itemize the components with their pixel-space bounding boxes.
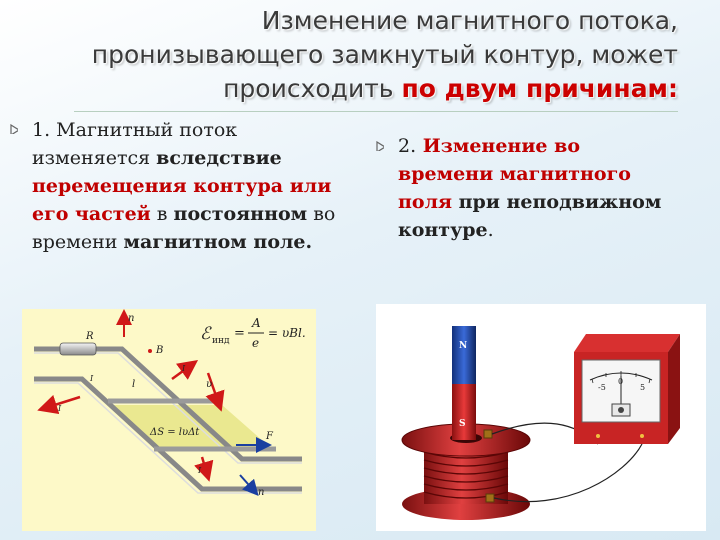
pole-s-label: S <box>459 419 466 429</box>
right-text-2: времени магнитного <box>398 163 631 185</box>
wire <box>493 443 643 503</box>
area-delta-s <box>110 405 272 449</box>
label-iind-1: I <box>89 374 94 383</box>
label-fl: F <box>265 431 274 442</box>
left-num: 1. <box>32 119 51 141</box>
title-accent: по двум причинам: <box>401 74 678 103</box>
left-text-7: постоянном <box>173 203 308 225</box>
label-l: l <box>132 379 135 390</box>
left-text-3: вследствие <box>156 147 282 169</box>
bullet-icon <box>10 124 18 134</box>
left-bullet-text: 1. Магнитный поток изменяется вследствие… <box>32 116 362 256</box>
label-v: υ <box>206 379 212 390</box>
scale-left: -5 <box>598 383 606 392</box>
title-divider <box>74 111 678 112</box>
pole-n-label: N <box>459 341 467 351</box>
coil-windings <box>423 451 509 499</box>
title-line-2: пронизывающего замкнутый контур, может <box>91 40 678 69</box>
coil-terminal <box>483 429 493 439</box>
label-b: B <box>155 345 163 356</box>
title-line-1: Изменение магнитного потока, <box>261 6 678 35</box>
title-line-3: происходить по двум причинам: <box>38 72 678 106</box>
title-line-3-text: происходить <box>223 74 402 103</box>
left-text-9: времени <box>32 231 124 253</box>
svg-text:=: = <box>234 326 245 341</box>
left-text-10: магнитном поле. <box>123 231 313 253</box>
bullet-icon <box>376 141 384 151</box>
right-text-1: Изменение во <box>416 135 580 157</box>
rails-diagram-svg: R n B l υ I I I I F ΔS = lυΔt n ℰ инд = … <box>34 309 306 498</box>
label-iind-3: I <box>181 364 186 373</box>
label-iind-2: I <box>57 404 62 413</box>
galvanometer-terminal <box>596 434 600 438</box>
label-r: R <box>85 331 94 342</box>
scale-right: 5 <box>640 383 645 392</box>
right-bullet-text: 2. Изменение во времени магнитного поля … <box>398 132 698 244</box>
right-text-5: контуре <box>398 219 488 241</box>
label-delta-s: ΔS = lυΔt <box>149 427 200 438</box>
left-text-4: перемещения контура или <box>32 175 332 197</box>
right-text-6: . <box>487 219 494 241</box>
current-arrow <box>37 394 81 415</box>
current-arrow <box>194 456 214 482</box>
label-n2: n <box>258 487 264 498</box>
label-n: n <box>128 313 134 324</box>
right-text-4: при неподвижном <box>452 191 662 213</box>
left-text-2: изменяется <box>32 147 157 169</box>
galvanometer-top <box>574 334 680 352</box>
galvanometer-terminal <box>640 434 644 438</box>
left-text-5: его частей <box>32 203 151 225</box>
label-iind-4: I <box>197 466 202 475</box>
left-text-1: Магнитный поток <box>50 119 238 141</box>
coil-terminal <box>485 493 495 503</box>
right-text-3: поля <box>398 191 453 213</box>
formula-sub: инд <box>212 336 230 346</box>
formula-den: e <box>252 336 259 350</box>
rails-diagram: R n B l υ I I I I F ΔS = lυΔt n ℰ инд = … <box>22 309 316 531</box>
left-text-8: во <box>307 203 336 225</box>
current-arrow <box>205 372 225 412</box>
formula-rhs: = υBl. <box>268 326 306 340</box>
formula-lhs: ℰ <box>200 324 212 344</box>
resistor <box>59 342 97 356</box>
magnet-north <box>452 326 476 384</box>
coil-magnet-diagram: N S -5 0 5 <box>376 304 706 531</box>
left-text-6: в <box>150 203 174 225</box>
formula-num: A <box>251 316 261 330</box>
velocity-arrow <box>239 474 259 496</box>
current-arrow <box>171 360 199 381</box>
right-num: 2. <box>398 135 417 157</box>
coil-magnet-svg: N S -5 0 5 <box>401 326 680 520</box>
slide-title: Изменение магнитного потока, пронизывающ… <box>38 4 678 106</box>
magnet-south <box>452 384 476 440</box>
